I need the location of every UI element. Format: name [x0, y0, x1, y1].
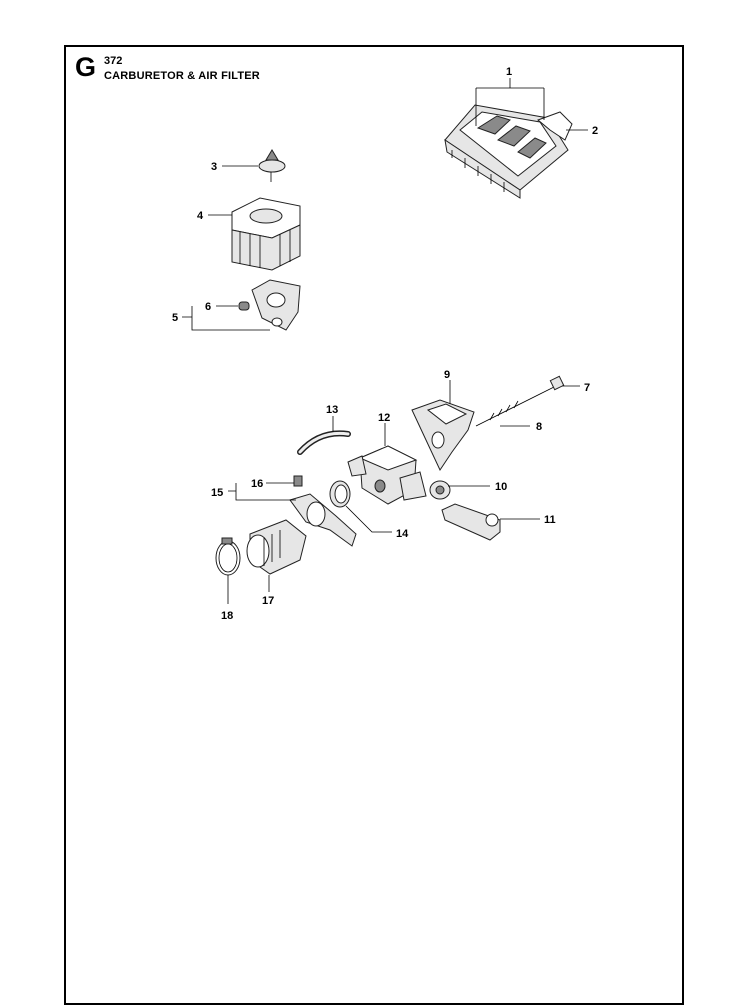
choke-bracket[interactable]	[441, 503, 501, 541]
callout-2: 2	[592, 125, 598, 137]
filter-knob[interactable]	[258, 149, 286, 182]
callout-labels: 1 2 3 4 5 6 7 8 9 10 11 12 13 14 15 16 1…	[172, 66, 598, 622]
carb-adapter[interactable]	[429, 480, 451, 500]
callout-18: 18	[221, 610, 233, 622]
callout-13: 13	[326, 404, 338, 416]
air-filter-cover[interactable]	[444, 104, 573, 199]
callout-15: 15	[211, 487, 223, 499]
callout-10: 10	[495, 481, 507, 493]
air-filter[interactable]	[231, 197, 301, 271]
callout-17: 17	[262, 595, 274, 607]
mounting-bolt[interactable]	[475, 375, 565, 427]
intake-manifold[interactable]	[246, 519, 307, 575]
model-number: 372	[104, 55, 123, 67]
callout-11: 11	[544, 514, 556, 526]
filter-holder[interactable]	[238, 279, 301, 331]
hose-clamp[interactable]	[215, 537, 241, 576]
carburetor[interactable]	[347, 445, 427, 505]
section-title: CARBURETOR & AIR FILTER	[104, 70, 260, 82]
callout-4: 4	[197, 210, 204, 222]
leader-lines	[182, 78, 588, 604]
section-letter: G	[75, 52, 97, 82]
callout-12: 12	[378, 412, 390, 424]
gasket-ring[interactable]	[329, 480, 351, 508]
callout-14: 14	[396, 528, 409, 540]
page-frame	[64, 45, 684, 1005]
callout-5: 5	[172, 312, 178, 324]
carburetor-elbow[interactable]	[411, 399, 475, 472]
callout-8: 8	[536, 421, 542, 433]
callout-3: 3	[211, 161, 217, 173]
intake-bracket[interactable]	[289, 475, 357, 547]
callout-1: 1	[506, 66, 512, 78]
callout-9: 9	[444, 369, 450, 381]
callout-16: 16	[251, 478, 263, 490]
fuel-hose[interactable]	[297, 430, 351, 455]
callout-6: 6	[205, 301, 211, 313]
callout-7: 7	[584, 382, 590, 394]
